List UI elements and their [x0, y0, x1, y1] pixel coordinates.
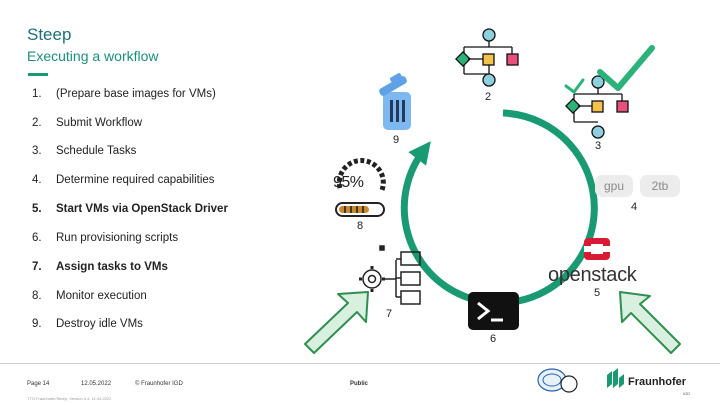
- step-text: Monitor execution: [56, 290, 147, 302]
- step-item: 1. (Prepare base images for VMs): [32, 88, 216, 100]
- trash-bin-icon: [379, 73, 411, 130]
- step-number: 8.: [32, 290, 42, 302]
- step-label-6: 6: [490, 333, 497, 345]
- check-icon: [564, 78, 585, 95]
- footer-copyright: © Fraunhofer IGD: [135, 381, 183, 387]
- step-label-4: 4: [631, 201, 638, 213]
- fraunhofer-institute: IGD: [683, 391, 691, 396]
- step-number: 4.: [32, 174, 42, 186]
- workflow-scheduled-icon: [565, 75, 629, 139]
- step-number: 6.: [32, 232, 42, 244]
- footer-date: 12.05.2022: [81, 381, 112, 387]
- step-text: Start VMs via OpenStack Driver: [56, 203, 228, 215]
- footer-classification: Public: [350, 381, 369, 387]
- step-label-9: 9: [393, 134, 400, 146]
- openstack-wordmark: openstack: [548, 264, 637, 286]
- step-item: 9. Destroy idle VMs: [32, 318, 143, 330]
- footer-version-note: TTO Fraunhofer/Steep, Version 4.4, 11.04…: [27, 396, 112, 401]
- step-label-7: 7: [386, 308, 393, 320]
- step-text: Run provisioning scripts: [56, 232, 179, 244]
- step-item: 3. Schedule Tasks: [32, 145, 136, 157]
- settings-tree-icon: [359, 245, 421, 305]
- partner-seal-icon: [537, 368, 578, 393]
- step-number: 2.: [32, 117, 42, 129]
- check-icon: [597, 45, 655, 91]
- progress-text: 95%: [333, 174, 364, 191]
- arrow-up-left-icon: [619, 291, 681, 354]
- step-number: 3.: [32, 145, 42, 157]
- openstack-logo-icon: [584, 238, 610, 260]
- step-text: (Prepare base images for VMs): [56, 88, 216, 100]
- terminal-icon: [468, 292, 519, 330]
- step-label-5: 5: [594, 287, 601, 299]
- fraunhofer-logo-icon: [607, 368, 624, 388]
- capability-chip-gpu: gpu: [595, 175, 633, 197]
- step-text: Assign tasks to VMs: [56, 261, 168, 273]
- step-text: Destroy idle VMs: [56, 318, 143, 330]
- capability-chip-storage: 2tb: [640, 175, 680, 197]
- footer-divider: [0, 363, 720, 364]
- step-item: 5. Start VMs via OpenStack Driver: [32, 203, 228, 215]
- progress-gauge-icon: [335, 158, 386, 217]
- footer-page: Page 14: [27, 381, 50, 387]
- cycle-arrow-ring: [400, 109, 598, 307]
- page-title: Steep: [27, 25, 72, 44]
- page-subtitle: Executing a workflow: [27, 48, 159, 64]
- step-number: 7.: [32, 261, 42, 273]
- step-item: 2. Submit Workflow: [32, 117, 142, 129]
- step-item: 7. Assign tasks to VMs: [32, 261, 168, 273]
- step-label-8: 8: [357, 220, 364, 232]
- step-text: Determine required capabilities: [56, 174, 215, 186]
- step-number: 1.: [32, 88, 42, 100]
- step-label-2: 2: [485, 91, 492, 103]
- step-text: Submit Workflow: [56, 117, 143, 129]
- workflow-graph-icon: [455, 28, 519, 87]
- step-item: 4. Determine required capabilities: [32, 174, 215, 186]
- step-number: 5.: [32, 203, 42, 215]
- step-number: 9.: [32, 318, 42, 330]
- fraunhofer-wordmark: Fraunhofer: [628, 376, 687, 388]
- step-item: 6. Run provisioning scripts: [32, 232, 178, 244]
- step-label-3: 3: [595, 140, 602, 152]
- step-item: 8. Monitor execution: [32, 290, 147, 302]
- step-text: Schedule Tasks: [56, 145, 137, 157]
- title-accent-bar: [28, 73, 48, 76]
- arrow-up-right-icon: [304, 291, 369, 354]
